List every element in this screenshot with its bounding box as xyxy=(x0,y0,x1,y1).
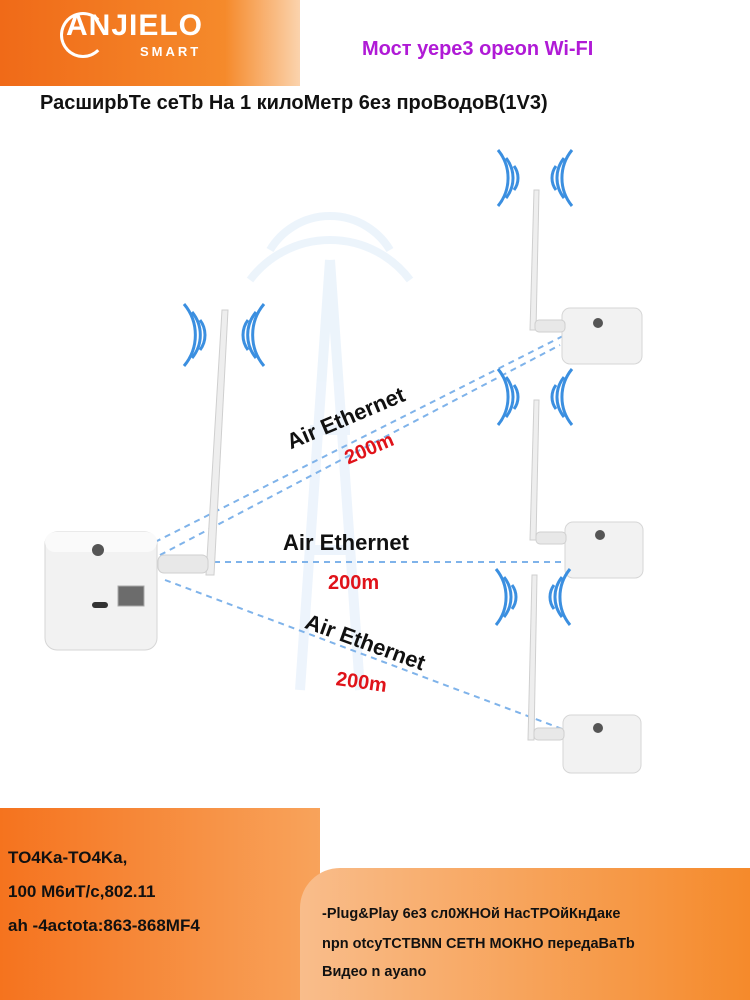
background-tower-icon xyxy=(246,212,414,691)
remote-top-wifi-waves-icon xyxy=(496,149,574,207)
spec-line-2: 100 М6иТ/с,802.11 xyxy=(8,882,156,901)
logo-sub-text: SMART xyxy=(140,44,202,59)
spec-line-1: TO4Ka-TO4Ka, xyxy=(8,848,128,867)
top-banner: ANJIELO SMART Мост уере3 opeon Wi-FI xyxy=(0,0,750,86)
link-distance-middle: 200m xyxy=(328,572,380,594)
specs-panel xyxy=(0,808,320,1000)
network-diagram: Air Ethernet 200m Air Ethernet 200m Air … xyxy=(0,130,750,810)
logo-ring-icon xyxy=(60,12,106,58)
remote-middle-wifi-waves-icon xyxy=(496,368,574,426)
feature-line-1: -Plug&Play 6е3 сл0ЖНОй НасТРОйКнДаке xyxy=(322,906,621,922)
product-tagline: Мост уере3 opeon Wi-FI xyxy=(362,38,594,60)
brand-logo: ANJIELO SMART xyxy=(60,10,203,59)
main-antenna-icon xyxy=(157,309,229,576)
spec-line-3: ah -4actota:863-868MF4 xyxy=(8,916,200,935)
diagram-graphics xyxy=(44,149,644,774)
main-bridge-device xyxy=(44,531,158,651)
link-label-middle: Air Ethernet xyxy=(283,530,409,555)
remote-device-bottom xyxy=(494,568,642,774)
link-line-bottom xyxy=(164,579,566,731)
remote-device-middle xyxy=(496,368,644,579)
bottom-banner: TO4Ka-TO4Ka, 100 М6иТ/с,802.11 ah -4acto… xyxy=(0,808,750,1000)
main-wifi-waves-icon xyxy=(182,303,266,367)
feature-line-3: Видео n ayano xyxy=(322,964,427,980)
remote-bottom-wifi-waves-icon xyxy=(494,568,572,626)
link-lines xyxy=(154,334,570,731)
remote-device-top xyxy=(496,149,643,365)
brand-ribbon xyxy=(0,0,300,86)
ethernet-port-icon xyxy=(117,585,145,607)
link-line-top-lower xyxy=(159,344,561,556)
features-panel xyxy=(300,868,750,1000)
usb-port-icon xyxy=(92,602,108,608)
feature-line-2: npn otcyТCTBNN CETH МОКНО передаВаТb xyxy=(322,936,635,952)
page-headline: РасширbТе сеТb На 1 килоМетр 6ез проВодо… xyxy=(40,92,548,114)
